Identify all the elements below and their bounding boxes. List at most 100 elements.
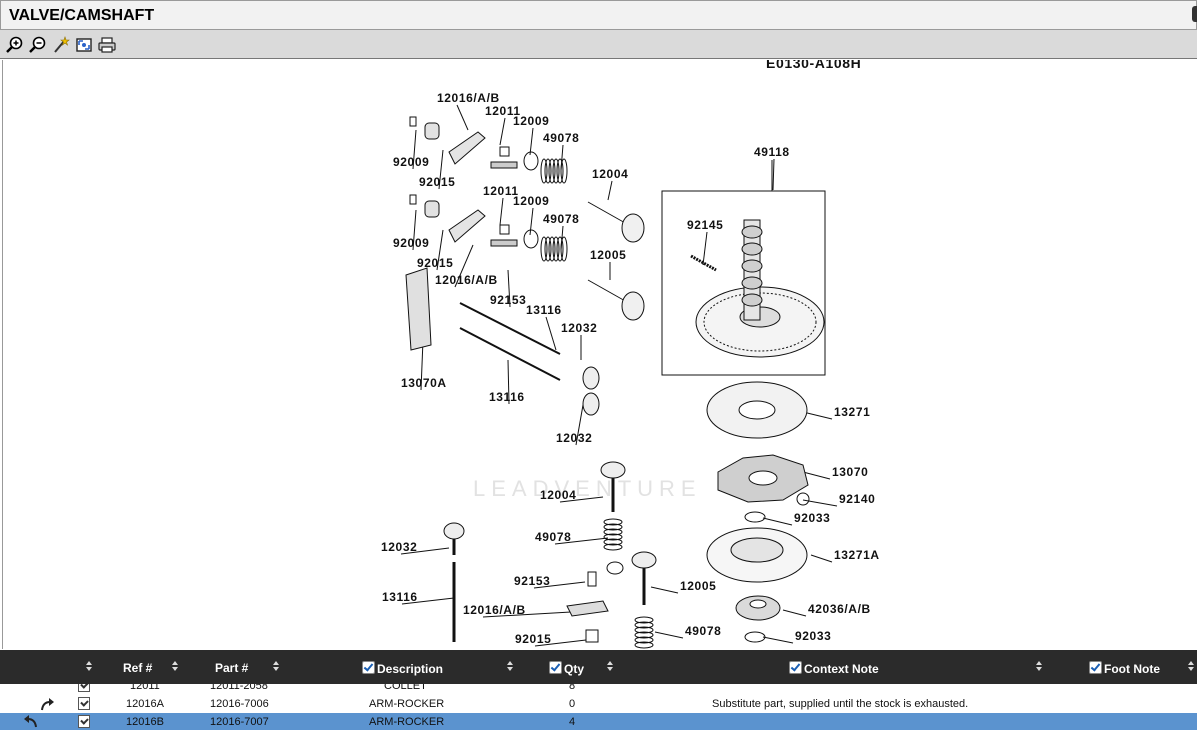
- wand-icon[interactable]: [51, 35, 71, 55]
- leader-line: [507, 269, 511, 308]
- leader-line: [782, 609, 807, 617]
- collet-12011: [499, 146, 510, 157]
- callout-12004[interactable]: 12004: [592, 167, 628, 181]
- callout-12016-a-b[interactable]: 12016/A/B: [437, 91, 500, 105]
- callout-92033[interactable]: 92033: [794, 511, 830, 525]
- col-description[interactable]: Description: [362, 661, 443, 676]
- camshaft-group-box: [661, 190, 826, 376]
- callout-92145[interactable]: 92145: [687, 218, 723, 232]
- callout-49078[interactable]: 49078: [535, 530, 571, 544]
- callout-13070a[interactable]: 13070A: [401, 376, 447, 390]
- callout-49078[interactable]: 49078: [685, 624, 721, 638]
- callout-49118[interactable]: 49118: [754, 145, 790, 159]
- qty-cell: 0: [569, 698, 576, 710]
- callout-13070[interactable]: 13070: [832, 465, 868, 479]
- foot-note-checkbox[interactable]: [1089, 661, 1102, 674]
- valve-stem: [587, 201, 628, 225]
- callout-12016-a-b[interactable]: 12016/A/B: [463, 603, 526, 617]
- zoom-out-icon[interactable]: [28, 35, 48, 55]
- sort-icon[interactable]: [172, 661, 179, 673]
- callout-92153[interactable]: 92153: [514, 574, 550, 588]
- table-row[interactable]: 12016A 12016-7006 ARM-ROCKER 0 Substitut…: [0, 695, 1197, 713]
- valve-head: [621, 291, 645, 321]
- clip-92033: [744, 511, 766, 523]
- sort-icon[interactable]: [507, 661, 514, 673]
- spring-lower: [603, 533, 623, 541]
- callout-12016-a-b[interactable]: 12016/A/B: [435, 273, 498, 287]
- callout-49078[interactable]: 49078: [543, 212, 579, 226]
- leader-line: [420, 339, 424, 391]
- callout-92015[interactable]: 92015: [515, 632, 551, 646]
- col-part[interactable]: Part #: [215, 661, 249, 675]
- sort-icon[interactable]: [1188, 661, 1195, 673]
- description-label: Description: [377, 662, 444, 676]
- callout-13116[interactable]: 13116: [526, 303, 562, 317]
- context-note-checkbox[interactable]: [789, 661, 802, 674]
- ref-cell: 12016A: [126, 698, 164, 710]
- fit-icon[interactable]: [74, 35, 94, 55]
- spring-lower-b: [634, 616, 654, 624]
- sort-icon[interactable]: [86, 661, 93, 673]
- callout-12009[interactable]: 12009: [513, 114, 549, 128]
- callout-12032[interactable]: 12032: [561, 321, 597, 335]
- cam-lobe: [741, 293, 763, 307]
- callout-92033[interactable]: 92033: [795, 629, 831, 643]
- col-foot-note[interactable]: Foot Note: [1089, 661, 1160, 676]
- callout-92009[interactable]: 92009: [393, 236, 429, 250]
- callout-92009[interactable]: 92009: [393, 155, 429, 169]
- callout-92140[interactable]: 92140: [839, 492, 875, 506]
- callout-12032[interactable]: 12032: [556, 431, 592, 445]
- part-cell: 12011-2058: [210, 684, 268, 692]
- col-ref[interactable]: Ref #: [123, 661, 153, 675]
- callout-92015[interactable]: 92015: [419, 175, 455, 189]
- callout-12011[interactable]: 12011: [485, 104, 521, 118]
- callout-12005[interactable]: 12005: [680, 579, 716, 593]
- sort-icon[interactable]: [1036, 661, 1043, 673]
- spring-lower: [603, 528, 623, 536]
- callout-13116[interactable]: 13116: [489, 390, 525, 404]
- notes-icon[interactable]: [78, 715, 90, 728]
- clip-92033-b: [744, 631, 766, 643]
- col-qty[interactable]: Qty: [549, 661, 584, 676]
- callout-92153[interactable]: 92153: [490, 293, 526, 307]
- notes-icon[interactable]: [78, 697, 90, 710]
- callout-13271a[interactable]: 13271A: [834, 548, 880, 562]
- callout-12005[interactable]: 12005: [590, 248, 626, 262]
- callout-12011[interactable]: 12011: [483, 184, 519, 198]
- callout-13116[interactable]: 13116: [382, 590, 418, 604]
- callout-49078[interactable]: 49078: [543, 131, 579, 145]
- leader-line: [545, 316, 557, 351]
- description-cell: COLLET: [384, 684, 427, 692]
- callout-12032[interactable]: 12032: [381, 540, 417, 554]
- qty-checkbox[interactable]: [549, 661, 562, 674]
- print-icon[interactable]: [97, 35, 117, 55]
- zoom-in-icon[interactable]: [5, 35, 25, 55]
- callout-12004[interactable]: 12004: [540, 488, 576, 502]
- callout-92015[interactable]: 92015: [417, 256, 453, 270]
- retainer-12009: [523, 229, 539, 249]
- model-code: E0130-A108H: [766, 60, 861, 71]
- sort-icon[interactable]: [607, 661, 614, 673]
- redo-arrow-icon[interactable]: [40, 696, 56, 712]
- leader-line: [454, 244, 474, 288]
- leader-line: [529, 207, 534, 236]
- cam-lobe: [741, 242, 763, 256]
- undo-arrow-icon[interactable]: [22, 713, 38, 729]
- part-cell: 12016-7007: [210, 716, 269, 728]
- leader-line: [456, 104, 469, 131]
- description-checkbox[interactable]: [362, 661, 375, 674]
- part-42036-hole: [749, 599, 767, 609]
- table-row-selected[interactable]: 12016B 12016-7007 ARM-ROCKER 4: [0, 713, 1197, 730]
- spring-49078: [548, 158, 556, 184]
- washer-hole: [738, 400, 776, 420]
- leader-line: [438, 149, 444, 190]
- col-context-note[interactable]: Context Note: [789, 661, 879, 676]
- table-row[interactable]: 12011 12011-2058 COLLET 8: [0, 684, 1197, 695]
- callout-42036-a-b[interactable]: 42036/A/B: [808, 602, 871, 616]
- panel-handle[interactable]: [1192, 6, 1197, 22]
- callout-12009[interactable]: 12009: [513, 194, 549, 208]
- sort-icon[interactable]: [273, 661, 280, 673]
- notes-icon[interactable]: [78, 684, 90, 692]
- callout-13271[interactable]: 13271: [834, 405, 870, 419]
